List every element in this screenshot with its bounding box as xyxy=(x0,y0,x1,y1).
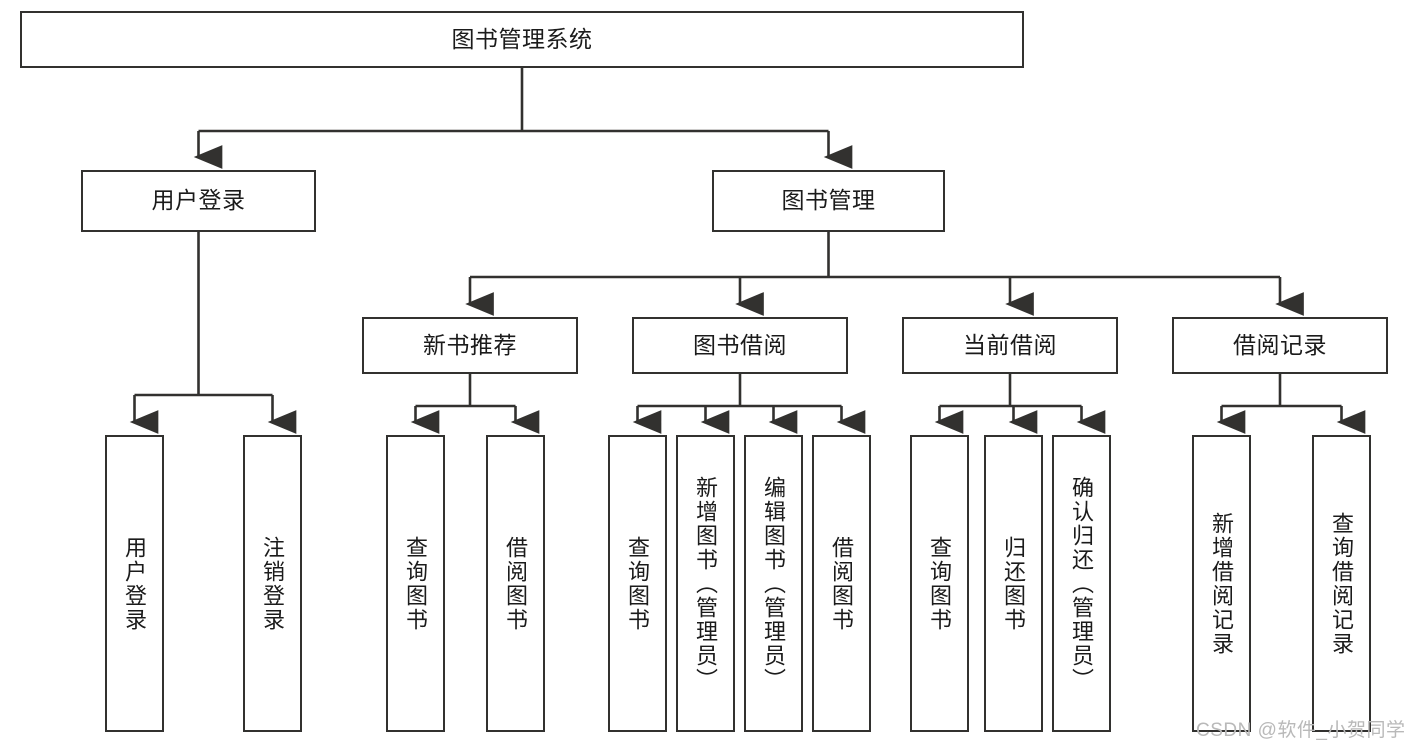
node-label: 图书借阅 xyxy=(693,331,787,358)
node-label: 新增图书（管理员） xyxy=(693,475,719,692)
node-level3-3[interactable]: 借阅记录 xyxy=(1172,317,1388,374)
node-leaf-9[interactable]: 归还图书 xyxy=(984,435,1043,732)
node-leaf-6[interactable]: 编辑图书（管理员） xyxy=(744,435,803,732)
node-label: 查询图书 xyxy=(927,535,953,632)
node-label: 图书管理 xyxy=(781,187,876,214)
node-leaf-1[interactable]: 注销登录 xyxy=(243,435,302,732)
node-label: 新书推荐 xyxy=(423,331,517,358)
node-label: 查询图书 xyxy=(625,535,651,632)
node-level3-0[interactable]: 新书推荐 xyxy=(362,317,578,374)
node-label: 编辑图书（管理员） xyxy=(761,475,787,692)
node-label: 新增借阅记录 xyxy=(1209,511,1235,656)
node-label: 查询图书 xyxy=(403,535,429,632)
node-label: 借阅图书 xyxy=(829,535,855,632)
node-leaf-5[interactable]: 新增图书（管理员） xyxy=(676,435,735,732)
node-label: 用户登录 xyxy=(151,187,246,214)
node-label: 注销登录 xyxy=(260,535,286,632)
node-level3-2[interactable]: 当前借阅 xyxy=(902,317,1118,374)
node-root-图书管理系统[interactable]: 图书管理系统 xyxy=(20,11,1024,68)
node-label: 查询借阅记录 xyxy=(1329,511,1355,656)
node-leaf-2[interactable]: 查询图书 xyxy=(386,435,445,732)
node-leaf-10[interactable]: 确认归还（管理员） xyxy=(1052,435,1111,732)
node-label: 归还图书 xyxy=(1001,535,1027,632)
node-label: 用户登录 xyxy=(122,535,148,632)
node-leaf-3[interactable]: 借阅图书 xyxy=(486,435,545,732)
node-label: 当前借阅 xyxy=(963,331,1057,358)
node-leaf-8[interactable]: 查询图书 xyxy=(910,435,969,732)
node-label: 借阅图书 xyxy=(503,535,529,632)
node-leaf-4[interactable]: 查询图书 xyxy=(608,435,667,732)
node-label: 图书管理系统 xyxy=(451,25,593,52)
node-label: 确认归还（管理员） xyxy=(1069,475,1095,692)
node-leaf-12[interactable]: 查询借阅记录 xyxy=(1312,435,1371,732)
node-label: 借阅记录 xyxy=(1233,331,1327,358)
node-level2-0[interactable]: 用户登录 xyxy=(81,170,316,232)
node-level3-1[interactable]: 图书借阅 xyxy=(632,317,848,374)
node-leaf-0[interactable]: 用户登录 xyxy=(105,435,164,732)
node-leaf-11[interactable]: 新增借阅记录 xyxy=(1192,435,1251,732)
node-level2-1[interactable]: 图书管理 xyxy=(712,170,945,232)
node-leaf-7[interactable]: 借阅图书 xyxy=(812,435,871,732)
